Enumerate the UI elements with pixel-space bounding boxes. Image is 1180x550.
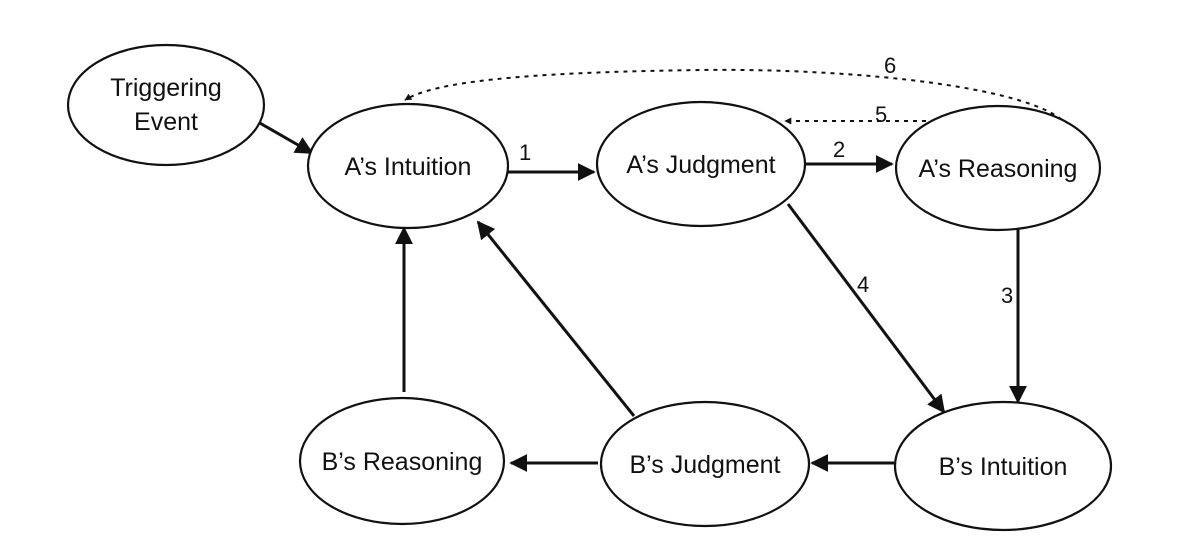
node-b-reasoning: B’s Reasoning: [298, 396, 506, 526]
node-a-reasoning: A’s Reasoning: [894, 104, 1102, 232]
node-a-intuition-label: A’s Intuition: [345, 153, 472, 181]
edge-label-6: 6: [884, 53, 896, 78]
edge-label-1: 1: [519, 140, 531, 165]
edge-triggering-to-a-intuition: [257, 120, 314, 155]
node-a-judgment: A’s Judgment: [595, 100, 807, 228]
node-a-judgment-label: A’s Judgment: [626, 151, 775, 179]
edge-b-judgment-to-a-intuition: [476, 220, 636, 417]
node-b-judgment: B’s Judgment: [599, 400, 811, 528]
edge-4-a-judgment-to-b-intuition: [786, 203, 946, 414]
node-triggering-event-line-2: Event: [134, 108, 198, 136]
edge-label-2: 2: [833, 137, 845, 162]
node-triggering-event-line-1: Triggering: [110, 74, 222, 102]
node-a-intuition: A’s Intuition: [306, 102, 510, 230]
node-b-judgment-label: B’s Judgment: [629, 451, 780, 479]
edge-label-5: 5: [875, 102, 887, 127]
node-b-intuition-label: B’s Intuition: [939, 453, 1068, 481]
edge-label-4: 4: [857, 272, 869, 297]
node-b-reasoning-label: B’s Reasoning: [322, 448, 483, 476]
node-b-intuition: B’s Intuition: [893, 400, 1113, 532]
edge-label-3: 3: [1001, 283, 1013, 308]
node-triggering-event: Triggering Event: [66, 43, 266, 167]
node-a-reasoning-label: A’s Reasoning: [919, 155, 1078, 183]
